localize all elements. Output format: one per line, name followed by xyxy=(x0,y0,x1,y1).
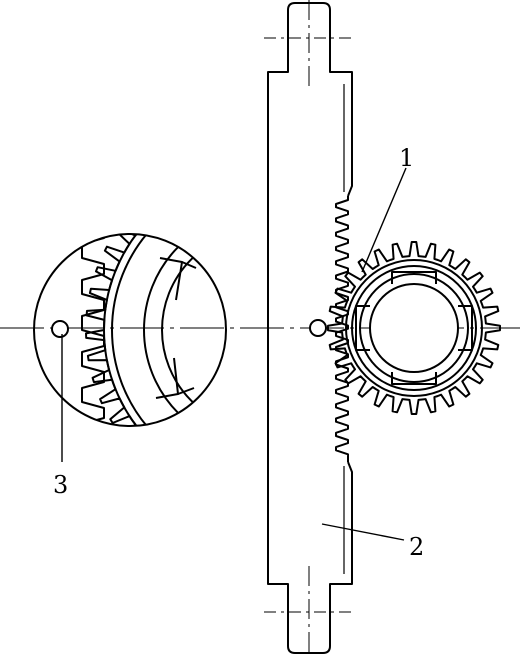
detail-pin xyxy=(51,320,69,338)
callout-pin: 3 xyxy=(53,471,69,499)
callout-rack: 2 xyxy=(409,533,425,561)
leader-2 xyxy=(321,523,405,541)
pinion-gear xyxy=(327,241,501,415)
callout-gear: 1 xyxy=(399,144,415,172)
rack-pin xyxy=(309,319,327,337)
detail-view xyxy=(33,233,227,427)
leader-1 xyxy=(361,167,407,273)
gear-teeth xyxy=(327,241,501,415)
rack-teeth xyxy=(335,196,349,462)
rack-body xyxy=(264,0,356,656)
